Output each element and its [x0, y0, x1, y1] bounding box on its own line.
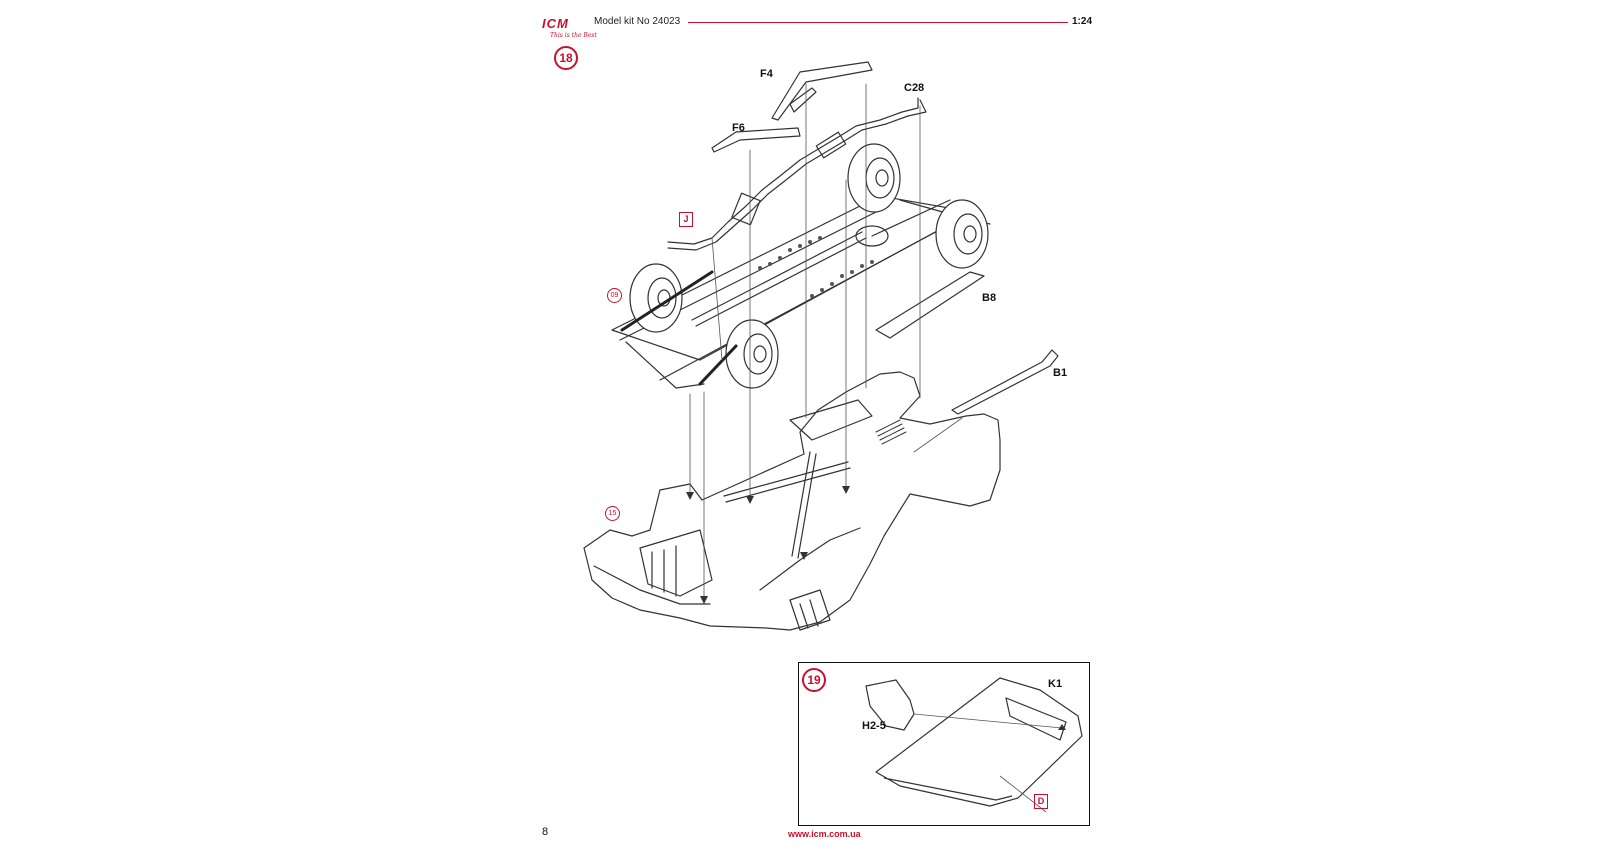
part-f4-shape — [771, 61, 873, 121]
part-h2-5-shape — [865, 679, 915, 731]
label-f6: F6 — [732, 122, 745, 134]
part-b1-shape — [951, 349, 1059, 415]
label-d: D — [1034, 794, 1048, 809]
step-19-inset — [798, 662, 1090, 826]
label-b1: B1 — [1053, 367, 1068, 379]
footer-url[interactable]: www.icm.com.ua — [788, 829, 861, 839]
part-f6-shape — [711, 127, 801, 153]
kit-title: Model kit No 24023 — [594, 16, 681, 27]
scale-label: 1:24 — [1072, 16, 1093, 27]
part-b8-shape — [875, 271, 985, 339]
seat-section — [639, 529, 713, 597]
label-k1: K1 — [1048, 678, 1063, 690]
muffler-front — [731, 192, 761, 226]
rear-panel — [789, 589, 831, 631]
label-j: J — [679, 212, 693, 227]
logo-text: ICM — [542, 16, 569, 31]
label-f4: F4 — [760, 68, 773, 80]
label-c28: C28 — [904, 82, 925, 94]
driveshaft — [691, 231, 863, 321]
step-18-marker: 18 — [554, 46, 578, 70]
ref-09-marker: 09 — [607, 288, 622, 303]
wheel-rear-left — [847, 143, 901, 213]
header-rule — [688, 22, 1068, 23]
wheel-front-right — [725, 319, 779, 389]
step-19-marker: 19 — [802, 668, 826, 692]
body-shell — [583, 371, 1001, 631]
logo-tagline: This is the Best — [550, 32, 597, 39]
differential — [855, 225, 889, 247]
page-number: 8 — [542, 826, 549, 838]
label-h2-5: H2-5 — [862, 720, 886, 732]
wheel-rear-right — [935, 199, 989, 269]
muffler-rear — [815, 131, 847, 159]
label-b8: B8 — [982, 292, 997, 304]
floor-pan — [789, 399, 873, 441]
ref-15-marker: 15 — [605, 506, 620, 521]
icm-logo: ICM This is the Best — [540, 16, 597, 42]
part-k1-shape — [875, 677, 1083, 807]
